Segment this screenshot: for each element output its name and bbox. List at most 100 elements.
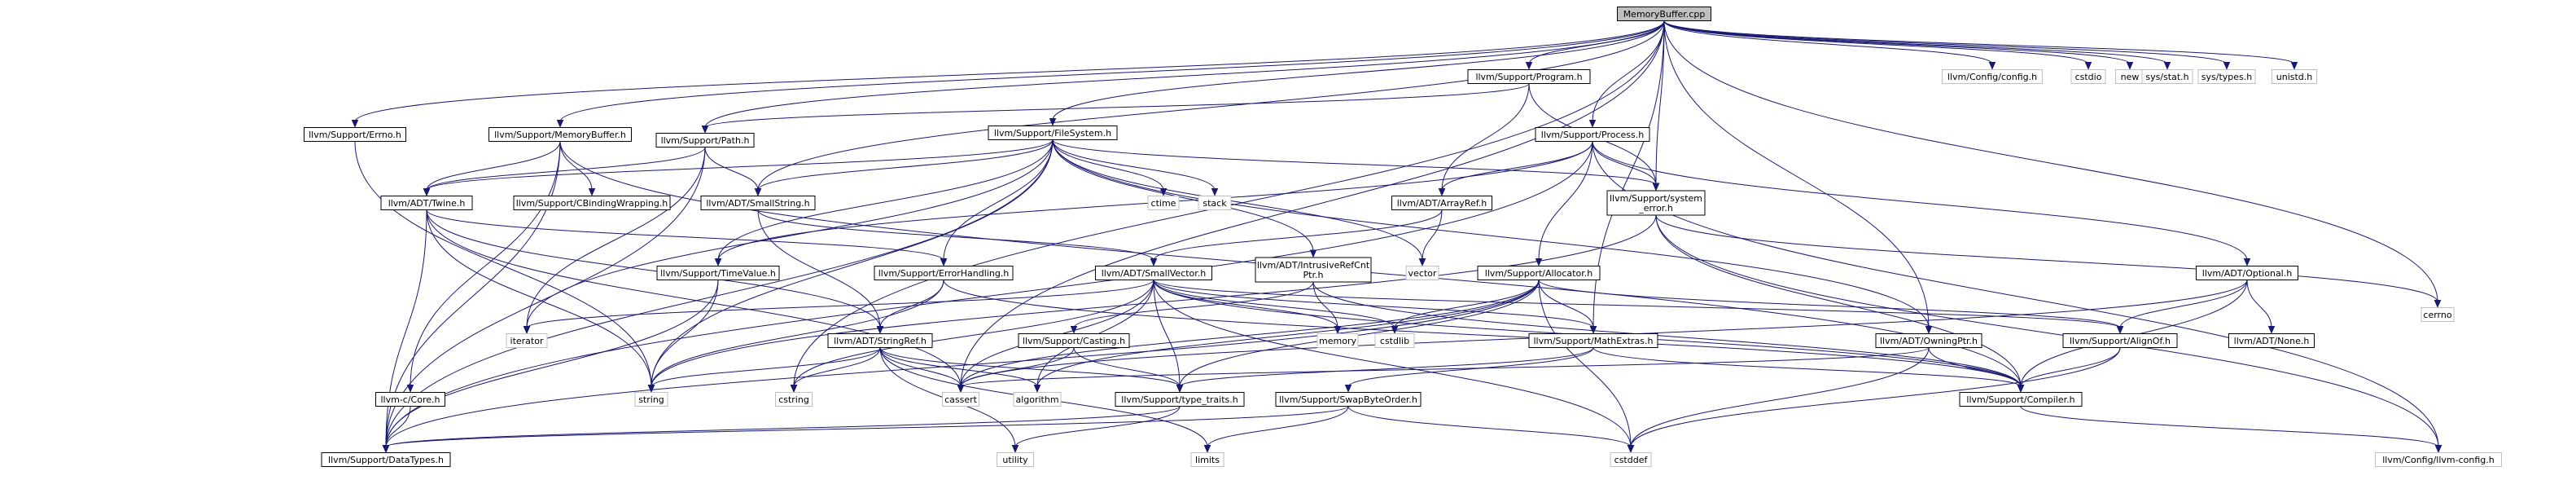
node-box[interactable] [488,127,632,142]
node-llvm-support-memorybuffer-h[interactable]: llvm/Support/MemoryBuffer.h [488,127,632,142]
node-box[interactable] [2228,333,2315,348]
node-memory[interactable]: memory [1316,333,1359,348]
node-box[interactable] [700,196,816,210]
node-llvm-support-mathextras-h[interactable]: llvm/Support/MathExtras.h [1528,333,1658,348]
node-box[interactable] [2197,69,2256,84]
node-box[interactable] [1528,333,1658,348]
node-box[interactable] [1198,196,1232,210]
node-box[interactable] [827,333,933,348]
node-llvm-support-swapbyteorder-h[interactable]: llvm/Support/SwapByteOrder.h [1275,392,1422,407]
node-cassert[interactable]: cassert [942,392,979,407]
node-box[interactable] [1013,392,1062,407]
node-cerrno[interactable]: cerrno [2420,307,2455,322]
node-llvm-support-system-error-h[interactable]: llvm/Support/system_error.h [1606,190,1706,216]
node-sys-stat-h[interactable]: sys/stat.h [2141,69,2193,84]
node-llvm-config-llvm-config-h[interactable]: llvm/Config/llvm-config.h [2375,452,2502,467]
node-string[interactable]: string [634,392,668,407]
node-llvm-support-alignof-h[interactable]: llvm/Support/AlignOf.h [2062,333,2178,348]
node-vector[interactable]: vector [1405,266,1439,280]
node-llvm-support-program-h[interactable]: llvm/Support/Program.h [1467,69,1591,84]
node-cstdlib[interactable]: cstdlib [1374,333,1415,348]
node-box[interactable] [1255,257,1372,283]
node-box[interactable] [1095,266,1212,280]
node-box[interactable] [1018,333,1130,348]
node-llvm-adt-twine-h[interactable]: llvm/ADT/Twine.h [380,196,473,210]
node-sys-types-h[interactable]: sys/types.h [2197,69,2256,84]
node-box[interactable] [1942,69,2043,84]
node-utility[interactable]: utility [997,452,1034,467]
node-llvm-support-filesystem-h[interactable]: llvm/Support/FileSystem.h [988,126,1118,140]
node-box[interactable] [2062,333,2178,348]
node-box[interactable] [1477,266,1601,280]
node-box[interactable] [513,196,671,210]
node-box[interactable] [775,392,813,407]
node-llvm-support-allocator-h[interactable]: llvm/Support/Allocator.h [1477,266,1601,280]
node-box[interactable] [1316,333,1359,348]
node-ctime[interactable]: ctime [1147,196,1180,210]
node-box[interactable] [1617,7,1711,21]
node-box[interactable] [1374,333,1415,348]
node-box[interactable] [1606,190,1706,216]
node-new[interactable]: new [2115,69,2144,84]
node-box[interactable] [1391,196,1492,210]
node-llvm-adt-smallvector-h[interactable]: llvm/ADT/SmallVector.h [1095,266,1212,280]
node-llvm-support-errorhandling-h[interactable]: llvm/Support/ErrorHandling.h [874,266,1014,280]
node-llvm-support-timevalue-h[interactable]: llvm/Support/TimeValue.h [656,266,780,280]
node-box[interactable] [304,127,406,142]
node-box[interactable] [2272,69,2317,84]
node-llvm-support-compiler-h[interactable]: llvm/Support/Compiler.h [1959,392,2083,407]
node-llvm-support-type-traits-h[interactable]: llvm/Support/type_traits.h [1115,392,1245,407]
node-iterator[interactable]: iterator [506,333,548,348]
node-cstddef[interactable]: cstddef [1610,452,1652,467]
node-llvm-support-datatypes-h[interactable]: llvm/Support/DataTypes.h [321,452,451,467]
node-llvm-support-cbindingwrapping-h[interactable]: llvm/Support/CBindingWrapping.h [513,196,671,210]
node-llvm-support-casting-h[interactable]: llvm/Support/Casting.h [1018,333,1130,348]
node-box[interactable] [2070,69,2106,84]
node-box[interactable] [1275,392,1422,407]
node-box[interactable] [1610,452,1652,467]
node-llvm-c-core-h[interactable]: llvm-c/Core.h [375,392,445,407]
node-box[interactable] [997,452,1034,467]
node-algorithm[interactable]: algorithm [1013,392,1062,407]
node-box[interactable] [1405,266,1439,280]
node-box[interactable] [1115,392,1245,407]
node-box[interactable] [506,333,548,348]
node-memorybuffer-cpp[interactable]: MemoryBuffer.cpp [1617,7,1711,21]
node-box[interactable] [2375,452,2502,467]
node-box[interactable] [634,392,668,407]
node-llvm-config-config-h[interactable]: llvm/Config/config.h [1942,69,2043,84]
node-box[interactable] [1875,333,1982,348]
edge-arrowhead [714,258,722,266]
node-llvm-adt-owningptr-h[interactable]: llvm/ADT/OwningPtr.h [1875,333,1982,348]
node-llvm-support-path-h[interactable]: llvm/Support/Path.h [655,133,755,148]
node-box[interactable] [655,133,755,148]
node-box[interactable] [1467,69,1591,84]
node-limits[interactable]: limits [1190,452,1224,467]
node-cstring[interactable]: cstring [775,392,813,407]
node-llvm-adt-stringref-h[interactable]: llvm/ADT/StringRef.h [827,333,933,348]
node-box[interactable] [2141,69,2193,84]
node-llvm-support-process-h[interactable]: llvm/Support/Process.h [1535,127,1650,142]
node-llvm-adt-arrayref-h[interactable]: llvm/ADT/ArrayRef.h [1391,196,1492,210]
node-box[interactable] [874,266,1014,280]
node-box[interactable] [2196,266,2298,280]
node-box[interactable] [321,452,451,467]
node-cstdio[interactable]: cstdio [2070,69,2106,84]
node-box[interactable] [988,126,1118,140]
node-box[interactable] [375,392,445,407]
node-box[interactable] [1535,127,1650,142]
node-llvm-adt-none-h[interactable]: llvm/ADT/None.h [2228,333,2315,348]
node-box[interactable] [1190,452,1224,467]
node-box[interactable] [1147,196,1180,210]
node-llvm-support-errno-h[interactable]: llvm/Support/Errno.h [304,127,406,142]
node-box[interactable] [656,266,780,280]
node-box[interactable] [942,392,979,407]
node-box[interactable] [380,196,473,210]
node-llvm-adt-smallstring-h[interactable]: llvm/ADT/SmallString.h [700,196,816,210]
node-stack[interactable]: stack [1198,196,1232,210]
node-box[interactable] [2420,307,2455,322]
node-unistd-h[interactable]: unistd.h [2272,69,2317,84]
node-box[interactable] [1959,392,2083,407]
node-llvm-adt-optional-h[interactable]: llvm/ADT/Optional.h [2196,266,2298,280]
